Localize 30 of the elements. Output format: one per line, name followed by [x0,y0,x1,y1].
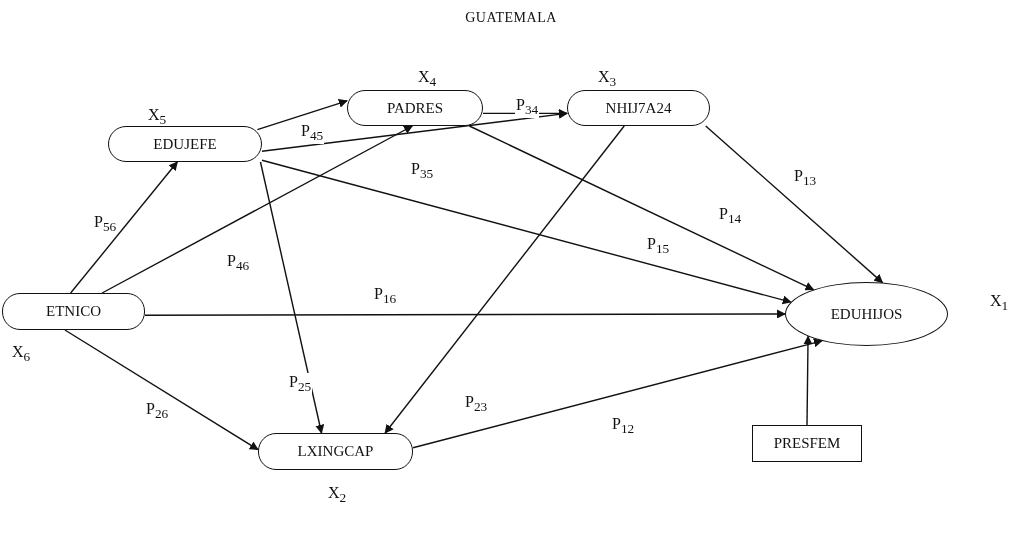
variable-label: X$_{5}$ [148,106,167,129]
edge-label: P$_{34}$ [515,96,540,119]
variable-label: X$_{1}$ [990,292,1009,315]
rounded-box: NHIJ7A24 [567,90,710,126]
rounded-box: LXINGCAP [258,433,413,470]
variable-label: X$_{6}$ [12,343,31,366]
rounded-box: PADRES [347,90,483,126]
variable-label: X$_{4}$ [418,68,437,91]
rounded-box: ETNICO [2,293,145,330]
arrow [261,159,792,305]
rounded-box: EDUJEFE [108,126,262,162]
arrow [64,329,259,451]
arrow [69,161,178,294]
arrow [384,125,625,434]
arrow [468,125,815,291]
edge-label: P$_{45}$ [300,122,325,145]
rect-box: PRESFEM [752,425,862,462]
arrow [803,335,813,426]
ellipse-node: EDUHIJOS [785,282,948,346]
arrow [259,161,325,434]
diagram-title: GUATEMALA [465,10,557,25]
arrow [101,125,414,294]
arrow [256,99,348,131]
arrow [412,338,823,449]
arrow [144,309,786,319]
edge-label: P$_{25}$ [288,373,313,396]
variable-label: X$_{3}$ [598,68,617,91]
variable-label: X$_{2}$ [328,484,347,507]
arrow [705,125,884,284]
arrow [261,109,568,152]
